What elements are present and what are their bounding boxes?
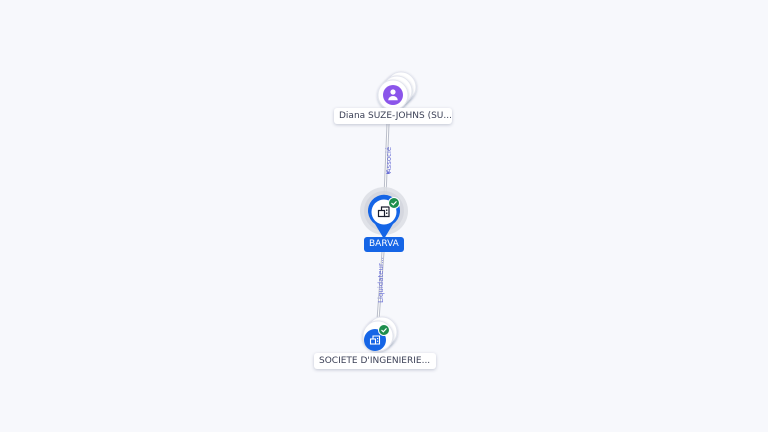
node-person-label[interactable]: Diana SUZE-JOHNS (SU... [334,108,452,124]
verified-check-icon [378,324,390,336]
edge-associe[interactable]: Associé [383,123,393,197]
building-icon [369,335,381,345]
edge-arrow-icon [386,171,390,174]
node-main-company-label[interactable]: BARVA [364,237,404,252]
edge-liquidateur[interactable]: Liquidateur... [376,251,385,321]
node-main-company[interactable] [360,187,408,239]
node-related-company-label[interactable]: SOCIETE D'INGENIERIE... [314,353,436,369]
building-icon [377,206,390,218]
node-related-company[interactable] [362,316,398,352]
edge-label-associe: Associé [385,147,393,173]
node-person[interactable] [377,71,417,111]
edge-label-liquidateur: Liquidateur... [377,257,385,303]
person-icon [383,85,403,105]
verified-check-icon [388,197,400,209]
